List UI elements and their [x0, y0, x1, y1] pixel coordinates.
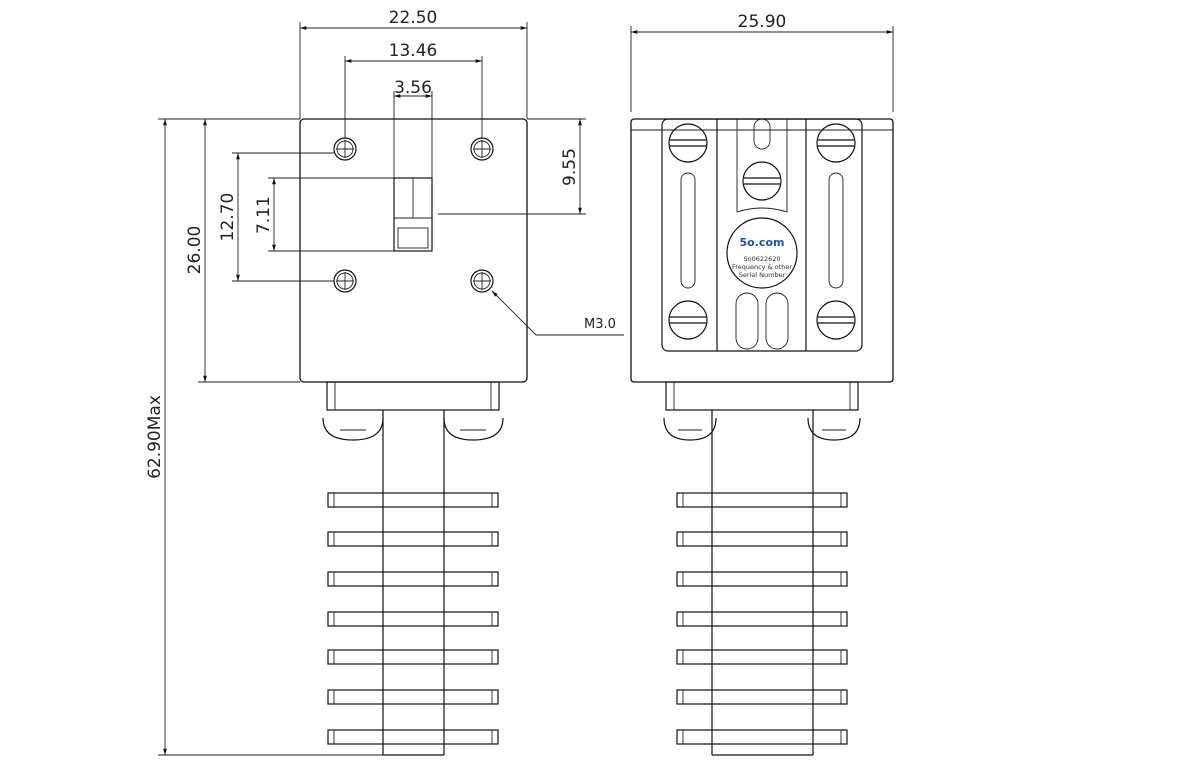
serial-code: So0622620 [743, 255, 780, 263]
dim-width-total: 22.50 [389, 8, 438, 28]
thread-label: M3.0 [584, 317, 616, 332]
front-fins [327, 492, 499, 745]
dimension-lines [158, 22, 894, 756]
side-fins [676, 492, 848, 745]
logo-text: 5o.com [740, 236, 785, 249]
dim-slot-height: 7.11 [254, 196, 274, 234]
label-line2: Frequency & other [732, 263, 792, 271]
side-body-outline [630, 118, 894, 383]
dimension-labels: 22.50 13.46 3.56 25.90 9.55 12.70 7.11 2… [145, 8, 786, 479]
label-line3: Serial Number [739, 271, 786, 279]
side-view: 5o.com So0622620 Frequency & other Seria… [630, 118, 894, 756]
mount-hole-icon [333, 137, 357, 161]
front-view [299, 118, 528, 756]
dim-height-to-slot: 9.55 [560, 148, 580, 186]
product-label: 5o.com So0622620 Frequency & other Seria… [726, 217, 798, 289]
dim-hole-spacing-v: 12.70 [218, 193, 238, 242]
dim-side-width: 25.90 [738, 12, 787, 32]
dim-overall-height: 62.90Max [145, 395, 165, 479]
dim-hole-spacing-h: 13.46 [389, 41, 438, 61]
dim-body-height: 26.00 [185, 226, 205, 275]
dim-slot-width: 3.56 [394, 78, 432, 98]
